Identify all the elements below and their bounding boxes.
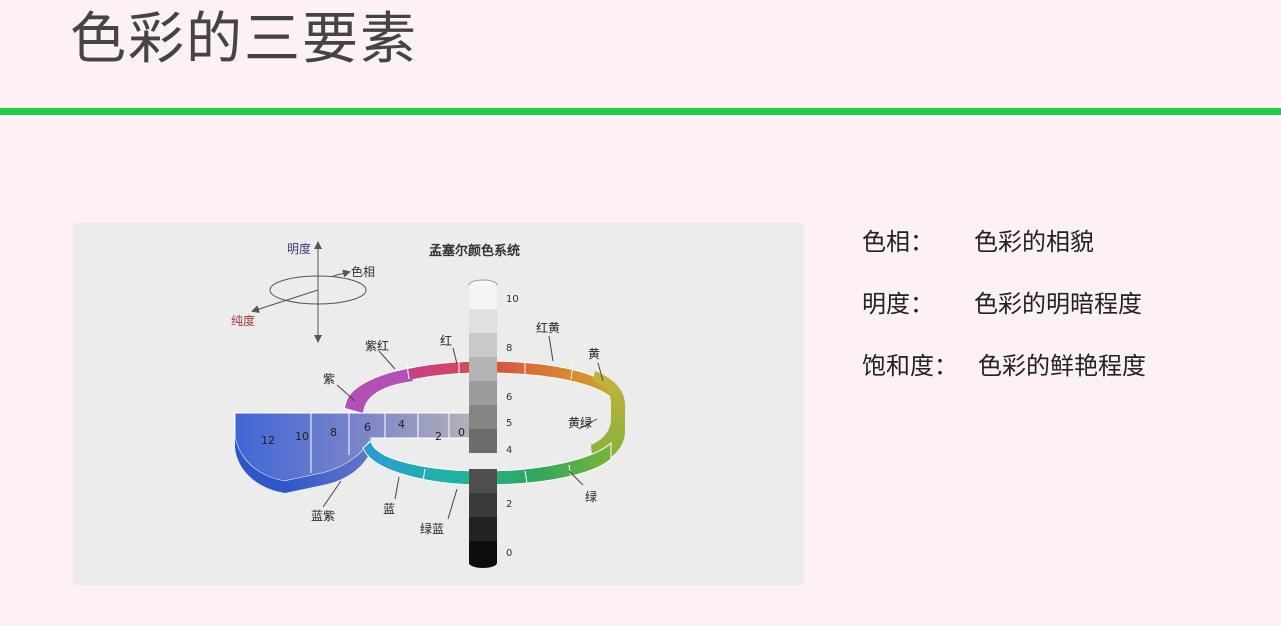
definition-desc: 色彩的鲜艳程度 — [978, 352, 1146, 380]
value-step-0 — [469, 541, 497, 563]
definition-desc: 色彩的相貌 — [974, 228, 1094, 256]
munsell-diagram: 明度 色相 纯度 孟塞尔颜色系统 — [73, 223, 804, 585]
chroma-tick: 6 — [364, 421, 371, 434]
chroma-tick: 12 — [261, 434, 275, 447]
chroma-tick: 8 — [330, 426, 337, 439]
value-axis-label: 明度 — [287, 241, 311, 256]
label-purple-red: 紫红 — [365, 338, 389, 353]
title-divider — [0, 108, 1281, 115]
definition-desc: 色彩的明暗程度 — [974, 290, 1142, 318]
definition-term: 色相： — [862, 228, 934, 256]
chroma-tick: 2 — [435, 430, 442, 443]
label-green: 绿 — [585, 489, 597, 504]
chroma-wedge-front — [285, 438, 371, 493]
label-yellow-green: 黄绿 — [568, 415, 592, 430]
hue-segment-purple — [345, 369, 413, 413]
label-yellow: 黄 — [588, 347, 600, 361]
hue-ring-front — [362, 440, 612, 486]
label-purple: 紫 — [323, 372, 335, 386]
label-blue-green: 绿蓝 — [420, 521, 444, 536]
value-step-9 — [469, 309, 497, 333]
chroma-arrow — [251, 289, 319, 313]
value-tick: 10 — [506, 294, 519, 305]
value-step-8 — [469, 333, 497, 357]
divider — [406, 364, 410, 380]
hue-arrow — [332, 269, 351, 278]
definition-term: 明度： — [862, 290, 934, 318]
hue-axis-label: 色相 — [351, 265, 375, 279]
label-blue: 蓝 — [383, 502, 395, 516]
label-red-yellow: 红黄 — [536, 320, 560, 335]
value-tick: 5 — [506, 418, 512, 429]
hue-leaders — [322, 335, 604, 520]
value-step-1 — [469, 517, 497, 541]
chroma-tick: 10 — [295, 430, 309, 443]
divider — [570, 364, 574, 380]
value-step-10 — [469, 285, 497, 309]
divider — [524, 470, 528, 484]
value-step-5 — [469, 405, 497, 429]
chroma-wedge-side — [235, 437, 285, 493]
value-step-3 — [469, 469, 497, 493]
chroma-scale: 12 10 8 6 4 2 0 — [261, 418, 465, 447]
value-tick: 6 — [506, 392, 512, 403]
chroma-tick: 0 — [458, 426, 465, 439]
value-scale: 10 8 6 5 4 2 0 — [506, 294, 519, 559]
definition-term: 饱和度： — [862, 352, 958, 380]
value-step-2 — [469, 493, 497, 517]
figure-title: 孟塞尔颜色系统 — [429, 243, 520, 259]
value-tick: 2 — [506, 499, 512, 510]
chroma-axis-label: 纯度 — [231, 313, 255, 328]
label-blue-purple: 蓝紫 — [311, 509, 335, 523]
value-tick: 0 — [506, 548, 512, 559]
slide-title: 色彩的三要素 — [70, 7, 418, 72]
munsell-svg: 明度 色相 纯度 孟塞尔颜色系统 — [231, 241, 625, 568]
value-column-base — [469, 558, 497, 568]
value-step-4 — [469, 429, 497, 453]
hue-circle — [269, 275, 367, 305]
chroma-tick: 4 — [398, 418, 405, 431]
hue-labels: 紫红 红 红黄 黄 紫 黄绿 绿 绿蓝 蓝 蓝紫 — [311, 320, 600, 536]
value-step-6 — [469, 381, 497, 405]
hue-segment-yellow-green — [591, 371, 625, 467]
value-tick: 8 — [506, 343, 512, 354]
label-red: 红 — [440, 333, 452, 348]
divider — [568, 464, 572, 478]
value-tick: 4 — [506, 445, 512, 456]
value-step-7 — [469, 357, 497, 381]
divider — [422, 468, 426, 482]
